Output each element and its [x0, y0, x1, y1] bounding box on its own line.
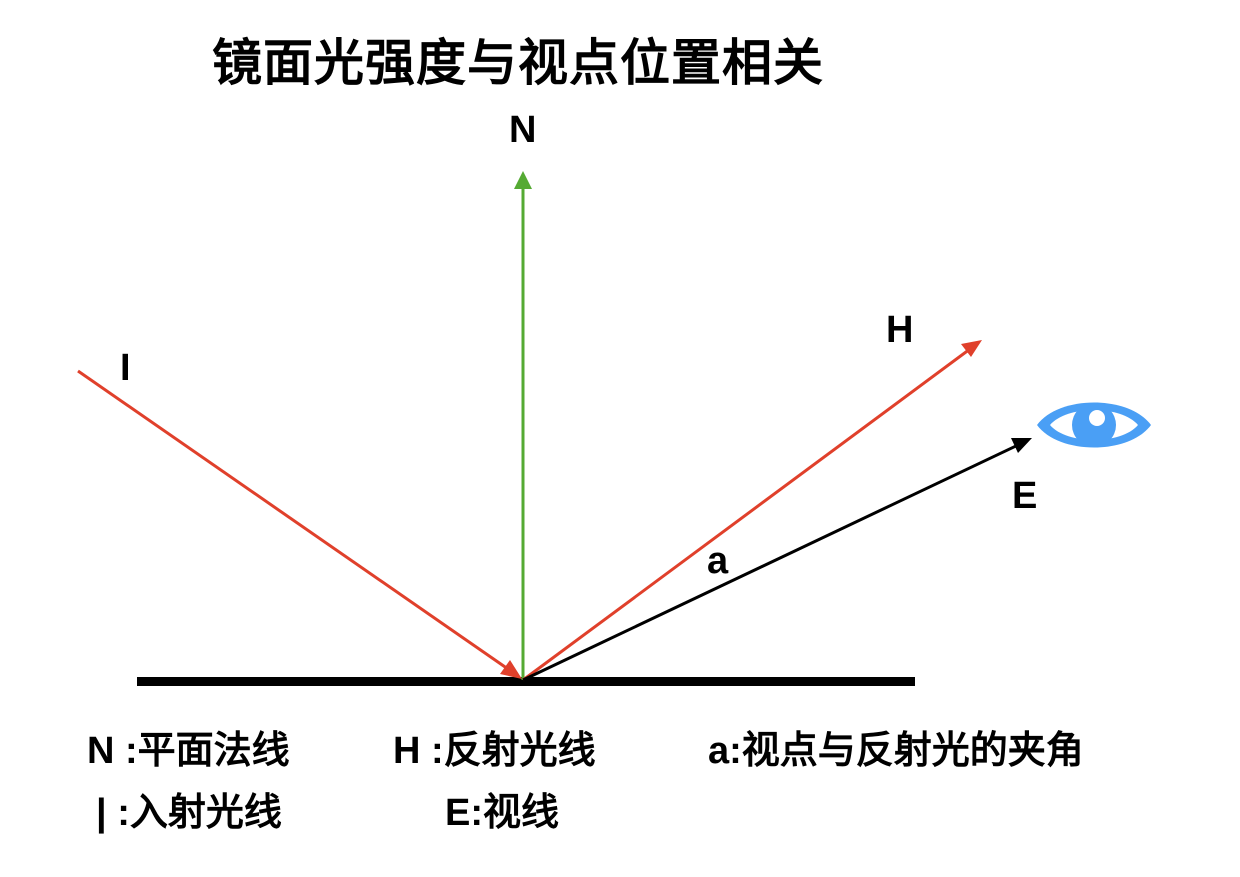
- legend-key: |: [96, 792, 107, 834]
- diagram-title: 镜面光强度与视点位置相关: [212, 34, 824, 92]
- legend-view: E:视线: [445, 790, 560, 834]
- legend-key: a: [708, 730, 730, 772]
- legend-reflected: H :反射光线: [393, 728, 596, 772]
- normal-vector: [514, 171, 532, 680]
- legend-text: 平面法线: [137, 728, 290, 772]
- reflected-ray: [522, 340, 982, 682]
- label-view: E: [1012, 475, 1038, 517]
- eye-icon: [1037, 402, 1151, 448]
- label-reflected: H: [886, 309, 914, 351]
- legend-key: N: [87, 730, 115, 772]
- surface-plane: [137, 677, 915, 686]
- label-incident: I: [120, 347, 131, 389]
- legend-normal: N :平面法线: [87, 728, 290, 772]
- legend-incident: | :入射光线: [96, 790, 282, 834]
- legend-text: 入射光线: [129, 790, 282, 834]
- incident-ray: [77, 369, 522, 679]
- legend-key: E: [445, 792, 471, 834]
- legend-key: H: [393, 730, 421, 772]
- legend-text: 视点与反射光的夹角: [741, 728, 1084, 772]
- label-angle: a: [707, 540, 729, 582]
- view-ray: [522, 438, 1032, 682]
- legend-angle: a:视点与反射光的夹角: [708, 728, 1084, 772]
- legend-text: 反射光线: [443, 728, 596, 772]
- label-normal: N: [509, 109, 537, 151]
- legend-text: 视线: [483, 790, 560, 834]
